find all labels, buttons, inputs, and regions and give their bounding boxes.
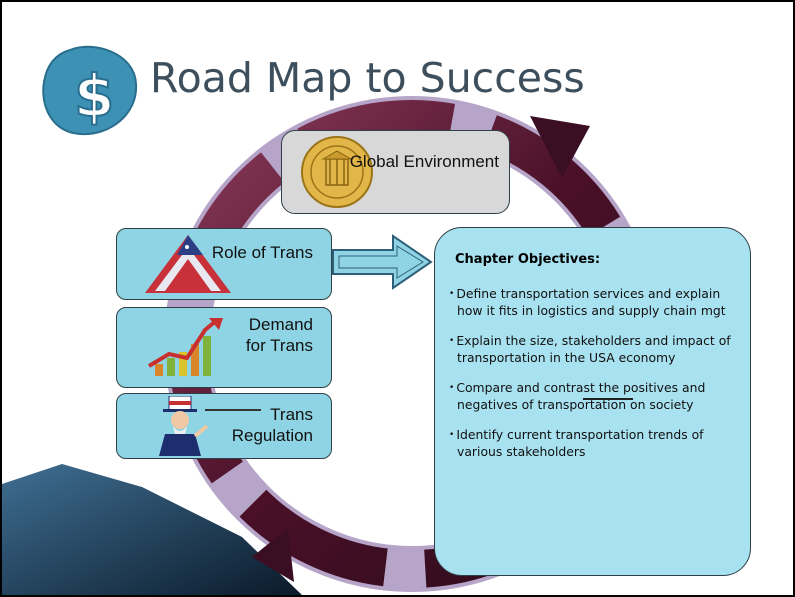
role-of-trans-box[interactable]: Role of Trans: [116, 228, 332, 300]
corner-wedge-decoration: [2, 464, 302, 595]
chapter-objectives-panel: Chapter Objectives: •Define transportati…: [434, 227, 751, 576]
uncle-sam-icon: [159, 396, 209, 456]
chapter-objectives-heading: Chapter Objectives:: [455, 252, 601, 267]
demand-for-trans-label: Demand for Trans: [245, 315, 313, 355]
pointer-line: [205, 409, 261, 411]
demand-for-trans-box[interactable]: Demand for Trans: [116, 307, 332, 388]
flag-triangle-icon: [145, 235, 231, 293]
state-seal-icon: [301, 136, 373, 208]
right-arrow: [332, 234, 433, 290]
objective-item: •Identify current transportation trends …: [449, 427, 704, 459]
global-environment-box[interactable]: Global Environment: [281, 130, 510, 214]
trans-regulation-label: Trans Regulation: [231, 405, 313, 445]
underline-mark: [583, 398, 633, 400]
dollar-logo-icon: $: [42, 45, 138, 136]
page-title: Road Map to Success: [150, 54, 585, 102]
logo-glyph: $: [74, 62, 114, 130]
trans-regulation-box[interactable]: Trans Regulation: [116, 393, 332, 459]
objective-item: •Compare and contrast the positives and …: [449, 380, 706, 412]
objective-item: •Define transportation services and expl…: [449, 286, 726, 318]
global-environment-label: Global Environment: [349, 152, 499, 171]
role-of-trans-label: Role of Trans: [211, 243, 313, 262]
growth-chart-icon: [147, 318, 223, 376]
objectives-list: •Define transportation services and expl…: [449, 286, 741, 474]
objective-item: •Explain the size, stakeholders and impa…: [449, 333, 731, 365]
